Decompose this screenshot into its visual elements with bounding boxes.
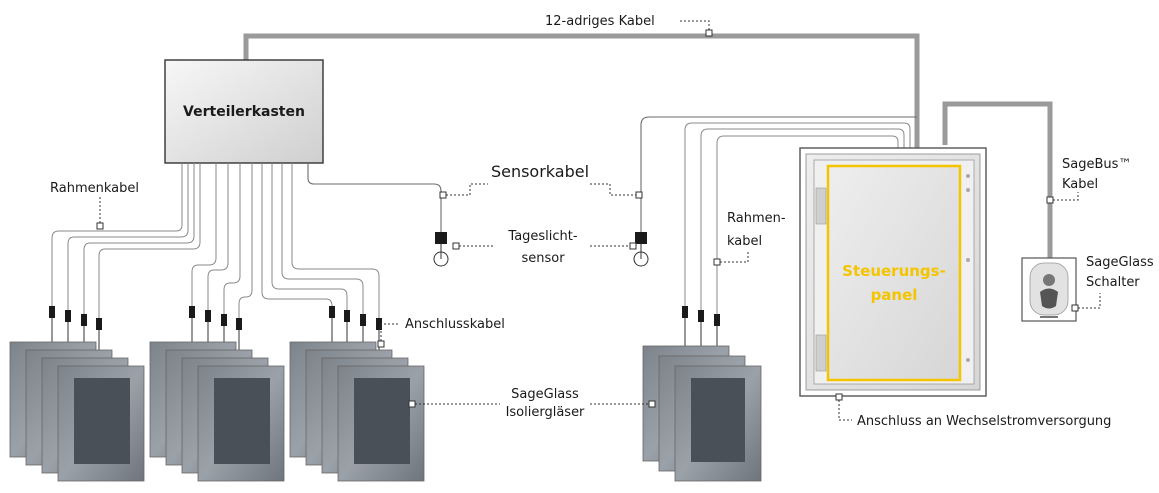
control-panel-label-line2: panel [871, 286, 918, 304]
right-frame-cables [684, 122, 911, 314]
distribution-box: Verteilerkasten [164, 59, 324, 164]
sensor-cable-right [640, 116, 917, 232]
daylight-sensor-left [433, 232, 449, 267]
frame-cable-left-label: Rahmenkabel [50, 181, 139, 196]
connection-cable-label: Anschlusskabel [405, 317, 505, 332]
glass-stack-4 [642, 345, 762, 482]
sensor-cable-callout: Sensorkabel [439, 162, 643, 199]
daylight-sensor-label-line2: sensor [521, 251, 565, 266]
frame-cable-right-callout: Rahmen- kabel [713, 211, 786, 266]
igu-callout: SageGlass Isoliergläser [408, 387, 656, 420]
glass-stack-1 [9, 341, 145, 482]
sagebus-label-line2: Kabel [1062, 177, 1098, 192]
control-panel-label-line1: Steuerungs- [842, 262, 946, 280]
sensor-cable-left [307, 163, 442, 232]
sagebus-callout: SageBus™ Kabel [1046, 157, 1131, 204]
sagebus-label-line1: SageBus™ [1062, 157, 1131, 172]
glass-stack-3 [289, 341, 425, 482]
sagebus-cable [942, 101, 1053, 262]
frame-cable-right-label-line2: kabel [727, 234, 762, 249]
connectors [49, 306, 720, 330]
switch-label-line2: Schalter [1086, 275, 1140, 290]
sageglass-switch-callout: SageGlass Schalter [1071, 255, 1154, 312]
igu-label-line1: SageGlass [511, 387, 579, 402]
frame-cable-left-callout: Rahmenkabel [50, 181, 139, 230]
glass-stack-2 [149, 341, 285, 482]
ac-supply-callout: Anschluss an Wechselstromversorgung [835, 393, 1111, 429]
twelve-core-cable [243, 33, 920, 155]
switch-label-line1: SageGlass [1086, 255, 1154, 270]
daylight-sensor-label-line1: Tageslicht- [507, 229, 577, 244]
sensor-cable-label: Sensorkabel [491, 162, 589, 181]
sageglass-switch [1021, 257, 1077, 322]
daylight-sensor-callout: Tageslicht- sensor [452, 229, 637, 266]
twelve-core-cable-callout: 12-adriges Kabel [545, 14, 713, 37]
ac-supply-label: Anschluss an Wechselstromversorgung [857, 414, 1111, 429]
left-frame-cables [51, 163, 380, 324]
connection-cable-callout: Anschlusskabel [377, 317, 505, 348]
igu-label-line2: Isoliergläser [506, 405, 585, 420]
twelve-core-cable-label: 12-adriges Kabel [545, 14, 655, 29]
distribution-box-label: Verteilerkasten [183, 104, 305, 120]
daylight-sensor-right [633, 232, 649, 267]
control-panel: Steuerungs- panel [799, 147, 987, 397]
frame-cable-right-label-line1: Rahmen- [727, 211, 786, 226]
